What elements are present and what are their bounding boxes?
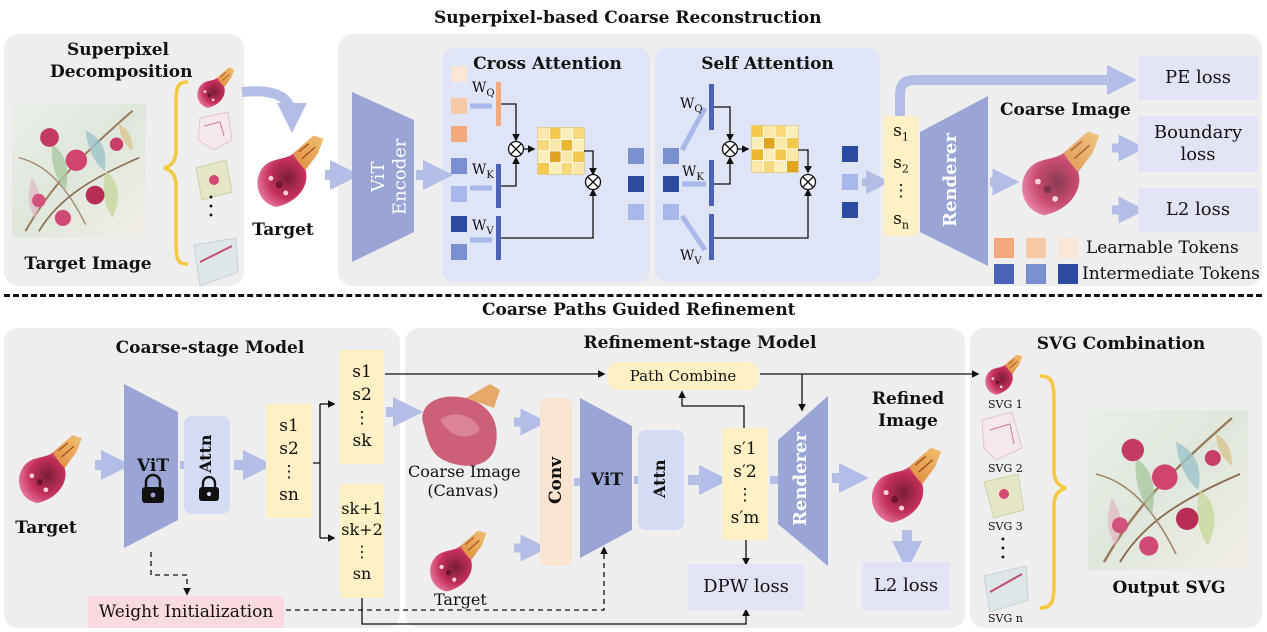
superpixel-title-line2: Decomposition: [50, 62, 193, 82]
output-svg-label: Output SVG: [1112, 578, 1226, 598]
pe-loss-box: PE loss: [1138, 56, 1258, 100]
self-attention-map: [751, 125, 799, 173]
target-flower-top: [256, 134, 325, 208]
dpw-loss-box: DPW loss: [688, 564, 804, 610]
refinement-stage-title: Refinement-stage Model: [583, 333, 817, 353]
legend-intermediate: Intermediate Tokens: [1082, 264, 1260, 284]
svgn-label: SVG n: [988, 612, 1023, 625]
refined-image-label: Refined Image: [871, 389, 945, 432]
coarse-image-label: Coarse Image: [1000, 100, 1131, 120]
svg3-label: SVG 3: [988, 520, 1023, 533]
superpixel-title-line1: Superpixel: [66, 40, 170, 60]
coarse-seq-a-box: s1 s2 ⋮ sk: [340, 350, 384, 464]
coarse-sequence-box: s1 s2 ⋮ sn: [884, 116, 918, 236]
target-flower-bottom: [18, 434, 83, 504]
refine-seq-box: s′1 s′2 ⋮ s′m: [722, 428, 768, 540]
svg-combination-title: SVG Combination: [1036, 334, 1206, 354]
renderer-top-label: Renderer: [940, 133, 961, 227]
seq-s1: s1: [893, 120, 909, 144]
top-section-title: Superpixel-based Coarse Reconstruction: [434, 8, 822, 28]
cross-attention-title: Cross Attention: [473, 54, 622, 74]
vit-encoder-shape: [352, 92, 414, 262]
section-divider: [4, 294, 1262, 297]
brace-top: [163, 80, 189, 266]
cross-attention-map: [537, 127, 585, 175]
vit-refine-label: ViT: [591, 470, 623, 490]
seq-sn: sn: [893, 208, 909, 232]
target-image-label: Target Image: [24, 254, 152, 274]
vit-coarse-label: ViT: [137, 456, 169, 476]
target-flower-refine: [429, 530, 487, 593]
seq-dots: ⋮: [892, 181, 910, 202]
l2-loss-bottom-box: L2 loss: [862, 562, 950, 610]
cross-wq-label: WQ: [472, 80, 495, 99]
renderer-top-shape: [920, 96, 988, 266]
attn-refine-block: [638, 430, 684, 530]
brace-bottom: [1039, 374, 1067, 610]
target-label-coarse: Target: [15, 518, 77, 538]
refine-target-label: Target: [434, 590, 487, 609]
attn-coarse-label: Attn: [196, 434, 215, 474]
coarse-image-top: [1021, 130, 1101, 216]
target-label-top: Target: [252, 220, 314, 240]
vit-encoder-label: ViT Encoder: [368, 138, 411, 216]
renderer-refine-label: Renderer: [790, 432, 811, 526]
svg-ellipsis: • • •: [1000, 535, 1006, 564]
cross-wk-label: WK: [472, 162, 494, 181]
weight-init-box: Weight Initialization: [88, 596, 284, 628]
cross-wv-label: WV: [472, 218, 494, 237]
self-wv-label: WV: [680, 248, 702, 267]
self-attention-title: Self Attention: [701, 54, 834, 74]
conv-label: Conv: [546, 456, 566, 504]
coarse-stage-title: Coarse-stage Model: [115, 338, 305, 358]
l2-loss-top-box: L2 loss: [1138, 188, 1258, 232]
output-svg-painting: [1088, 410, 1248, 570]
renderer-refine-shape: [778, 396, 828, 566]
lock-icon-attn: [199, 475, 219, 501]
boundary-loss-box: Boundary loss: [1138, 116, 1258, 172]
svg1-label: SVG 1: [988, 398, 1023, 411]
self-wq-label: WQ: [680, 96, 703, 115]
seq-s2: s2: [893, 153, 909, 176]
self-wk-label: WK: [682, 164, 704, 183]
superpixel-ellipsis: • • •: [208, 193, 214, 222]
path-combine-box[interactable]: Path Combine: [608, 362, 758, 390]
refine-coarse-image-label: Coarse Image (Canvas): [408, 462, 521, 501]
target-image-painting: [12, 102, 146, 240]
legend-learnable: Learnable Tokens: [1086, 238, 1239, 258]
bottom-section-title: Coarse Paths Guided Refinement: [482, 300, 796, 320]
coarse-seq-b-box: sk+1 sk+2 ⋮ sn: [340, 484, 384, 598]
attn-refine-label: Attn: [650, 459, 669, 499]
refined-image-flower: [871, 447, 942, 524]
svg2-label: SVG 2: [988, 462, 1023, 475]
vit-refine-shape: [580, 398, 632, 558]
vit-coarse-shape: [124, 384, 178, 548]
lock-icon-vit: [142, 473, 164, 503]
coarse-all-seq-box: s1 s2 ⋮ sn: [266, 404, 312, 518]
conv-block: [540, 398, 572, 566]
